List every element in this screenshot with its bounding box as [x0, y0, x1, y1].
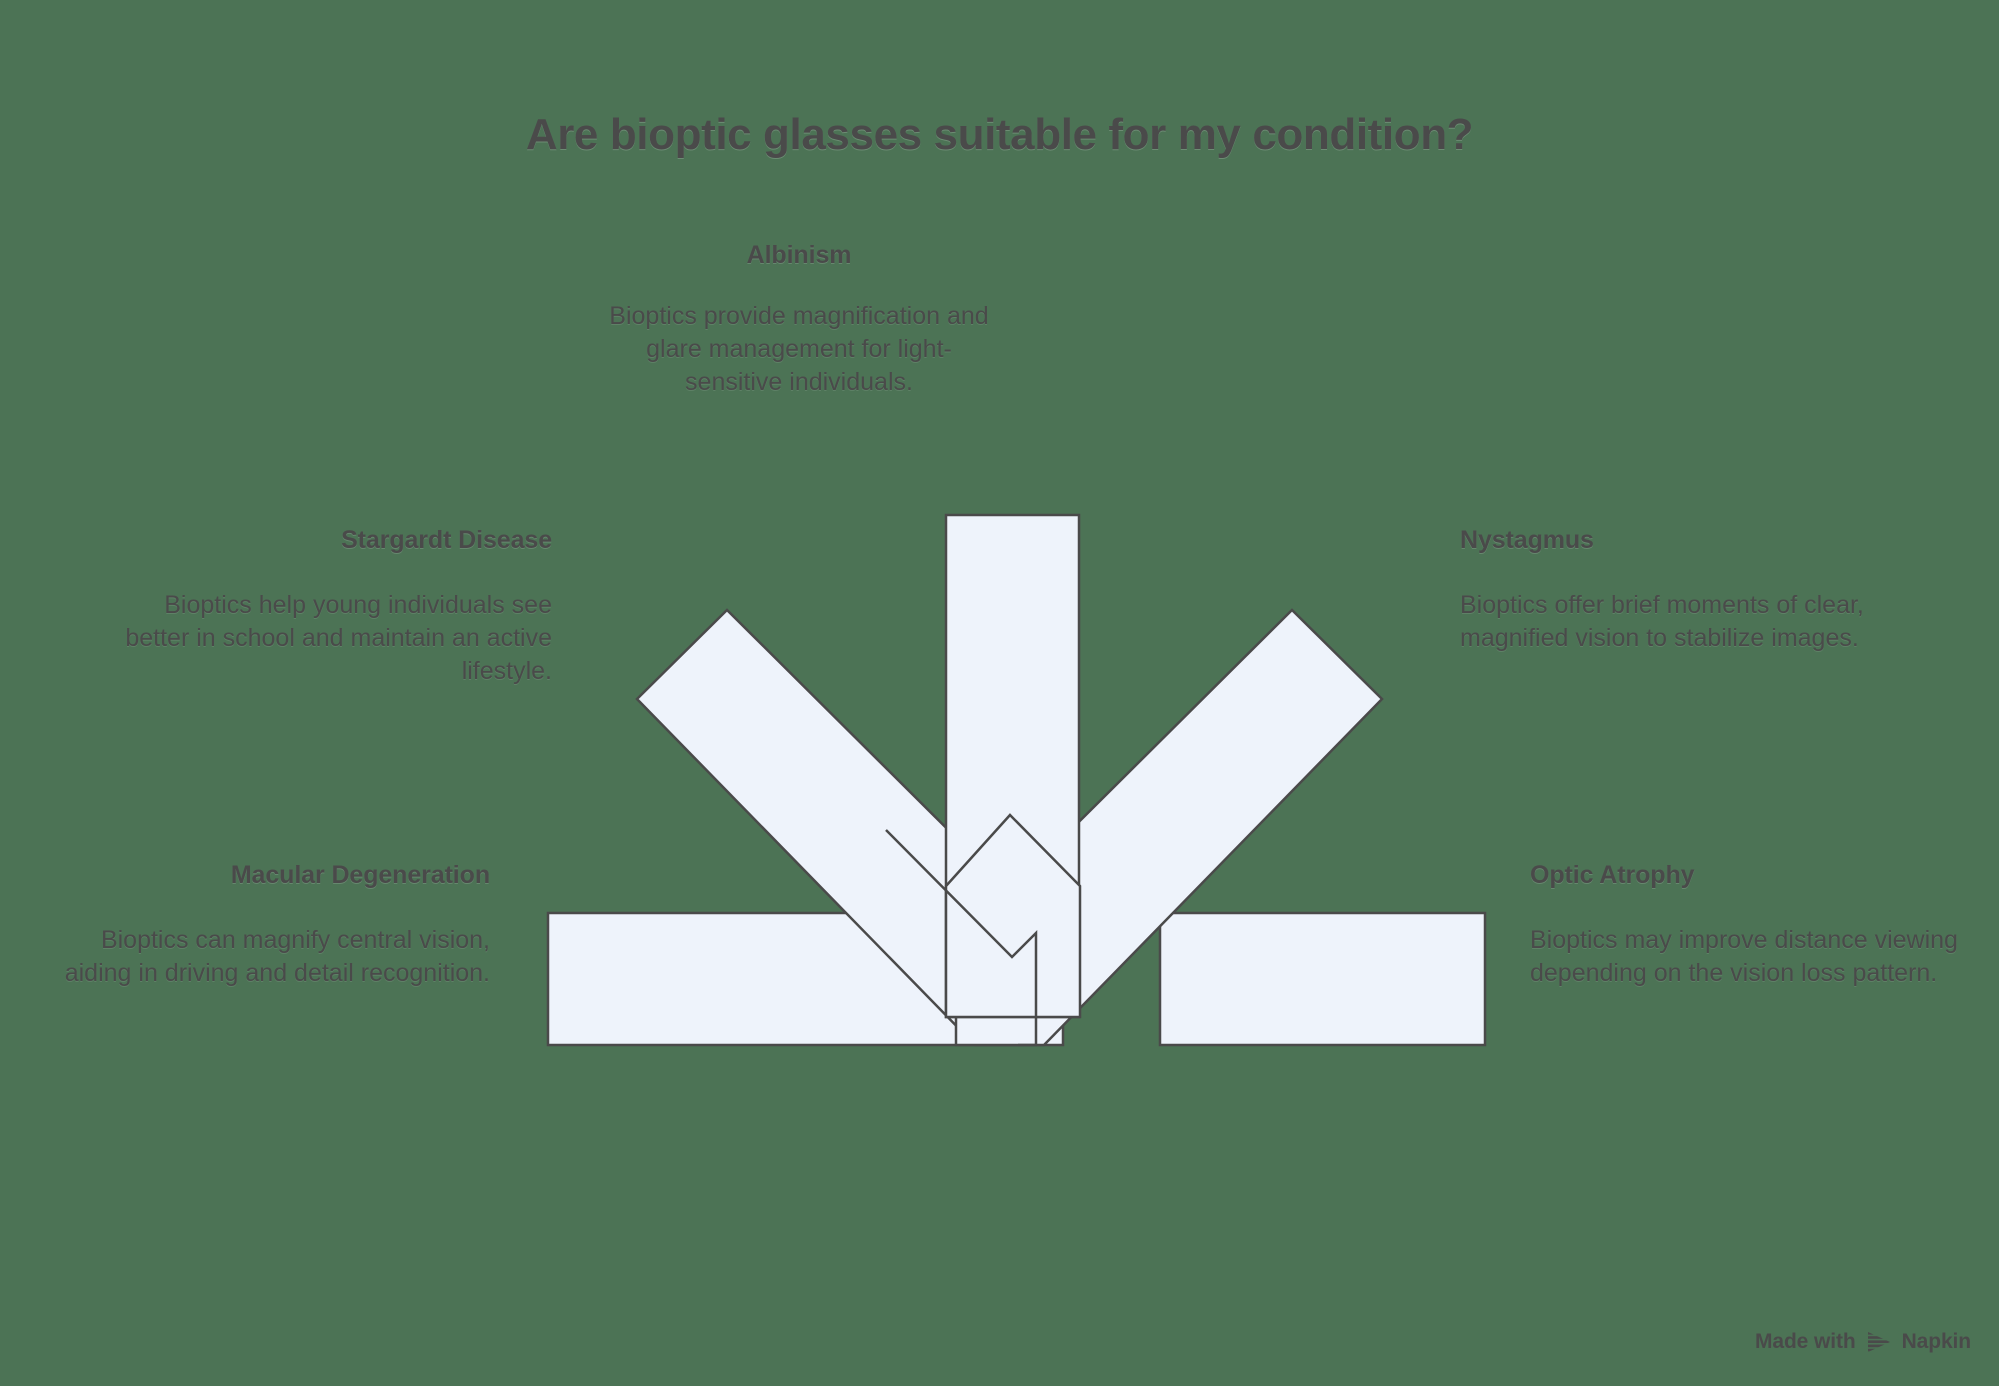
node-macular-heading: Macular Degeneration: [230, 861, 490, 889]
node-stargardt: Stargardt Disease Bioptics help young in…: [110, 525, 552, 688]
page-title: Are bioptic glasses suitable for my cond…: [525, 110, 1474, 159]
node-optic-heading: Optic Atrophy: [1530, 861, 1695, 889]
node-nystagmus-heading: Nystagmus: [1460, 526, 1594, 554]
watermark-brand: Napkin: [1901, 1330, 1972, 1353]
arrow-chevron-detail: [885, 829, 1038, 1047]
node-stargardt-heading: Stargardt Disease: [341, 526, 552, 554]
node-macular-body: Bioptics can magnify central vision, aid…: [64, 926, 490, 987]
node-nystagmus: Nystagmus Bioptics offer brief moments o…: [1460, 525, 1900, 655]
arrow-band-macular: [546, 911, 1024, 1047]
node-optic: Optic Atrophy Bioptics may improve dista…: [1530, 860, 1970, 990]
napkin-watermark[interactable]: Made with Napkin: [1755, 1330, 1971, 1354]
node-stargardt-body: Bioptics help young individuals see bett…: [125, 591, 552, 685]
arrow-band-albinism: [944, 513, 1081, 1019]
node-albinism: Albinism Bioptics provide magnification …: [599, 240, 999, 399]
arrow-center-overlap: [944, 813, 1082, 1019]
node-nystagmus-body: Bioptics offer brief moments of clear, m…: [1460, 591, 1864, 652]
arrow-band-stargardt: [635, 608, 1065, 1047]
node-optic-body: Bioptics may improve distance viewing de…: [1530, 926, 1958, 987]
arrow-band-optic: [1158, 911, 1487, 1047]
watermark-prefix: Made with: [1754, 1330, 1856, 1353]
node-macular: Macular Degeneration Bioptics can magnif…: [60, 860, 490, 990]
napkin-logo-icon: [1866, 1331, 1892, 1353]
arrow-band-nystagmus: [954, 608, 1384, 1047]
node-albinism-heading: Albinism: [746, 241, 852, 269]
node-albinism-body: Bioptics provide magnification and glare…: [609, 302, 989, 396]
